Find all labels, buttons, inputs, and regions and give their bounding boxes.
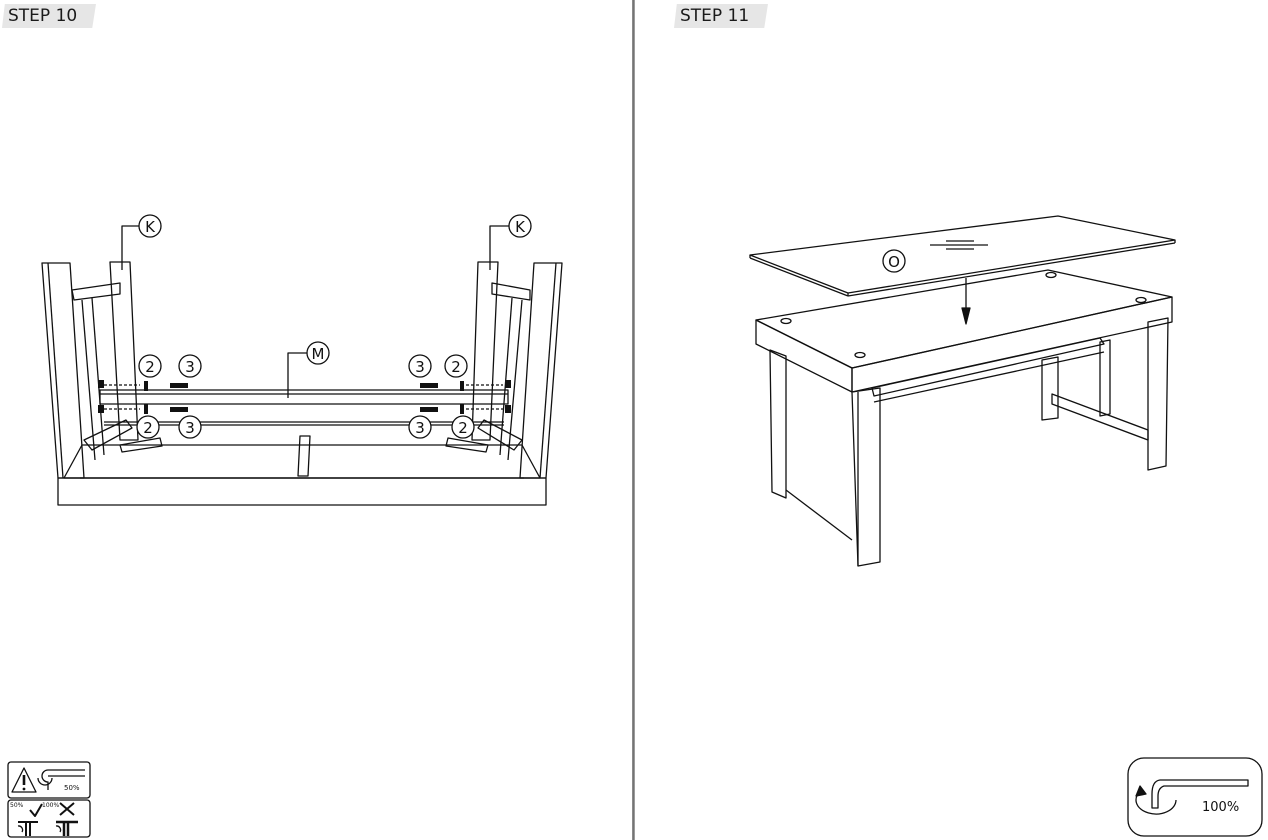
callout-o-text: O [888, 253, 900, 271]
callout-2-top-right [444, 354, 468, 378]
callout-k-left [138, 214, 162, 238]
step-11-title: STEP 11 [674, 4, 768, 28]
callout-2-bottom-right [451, 415, 475, 439]
callout-k-left-text: K [145, 218, 156, 236]
callout-2-text: 2 [143, 419, 153, 437]
step10-frame [41, 225, 563, 506]
callout-3-text: 3 [415, 419, 425, 437]
callout-m [306, 341, 330, 365]
check-50-label: 50% [10, 802, 24, 809]
page-divider [632, 0, 635, 840]
allen-key-100-label: 100% [1202, 800, 1239, 815]
callout-2-text: 2 [145, 358, 155, 376]
callout-2-text: 2 [451, 358, 461, 376]
torque-50-label: 50% [64, 784, 80, 792]
hardware-warning-icon [7, 761, 91, 838]
callout-3-text: 3 [185, 358, 195, 376]
callout-k-right [508, 214, 532, 238]
callout-3-text: 3 [415, 358, 425, 376]
callout-2-top-left [138, 354, 162, 378]
callouts [136, 214, 906, 439]
callout-o [882, 249, 906, 273]
callout-3-text: 3 [185, 419, 195, 437]
callout-2-text: 2 [458, 419, 468, 437]
callout-2-bottom-left [136, 415, 160, 439]
tightening-guide-icon [17, 802, 78, 836]
step-10-title: STEP 10 [2, 4, 96, 28]
callout-3-top-left [178, 354, 202, 378]
callout-m-text: M [312, 345, 325, 363]
callout-3-bottom-right [408, 415, 432, 439]
callout-k-right-text: K [515, 218, 526, 236]
step11-desk [749, 215, 1176, 567]
cross-100-label: 100% [42, 802, 59, 809]
callout-3-top-right [408, 354, 432, 378]
allen-key-icon [1127, 757, 1263, 837]
callout-3-bottom-left [178, 415, 202, 439]
